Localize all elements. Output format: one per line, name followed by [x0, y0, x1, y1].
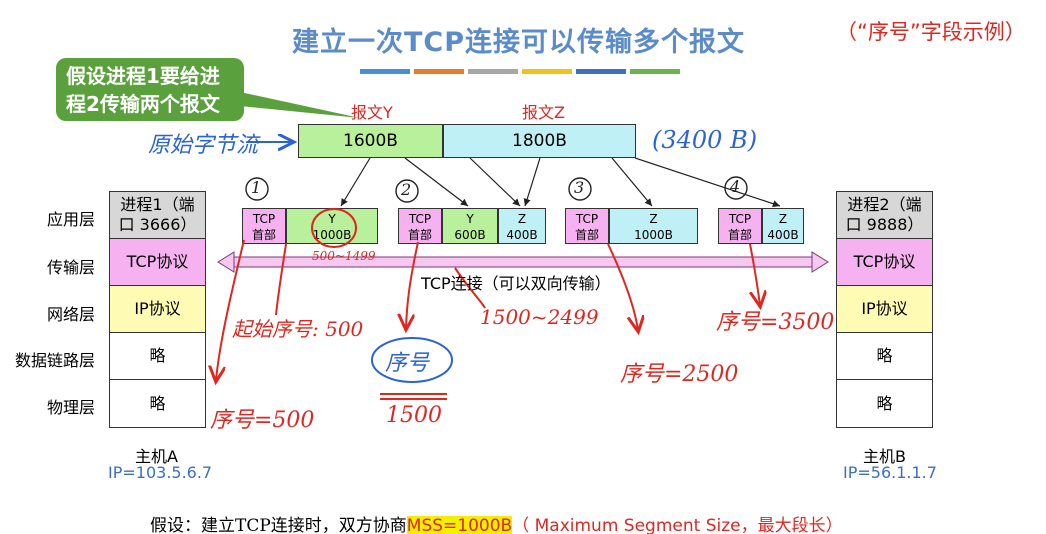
seq-note-4: 序号=3500	[716, 310, 835, 335]
header-label: 首部	[407, 228, 432, 242]
segment-2-tcp-header: TCP 首部	[398, 208, 442, 244]
callout-pointer	[240, 92, 360, 118]
seq-note-3: 序号=2500	[620, 362, 739, 387]
color-bar-4	[522, 69, 572, 74]
seq-word-circle	[371, 337, 453, 383]
assumption-text: 假设：建立TCP连接时，双方协商MSS=1000B（ Maximum Segme…	[150, 511, 843, 534]
host-a-stack: 进程1（端口 3666） TCP协议 IP协议 略 略	[109, 191, 206, 428]
tcp-label: TCP	[408, 212, 432, 226]
segment-1-tcp-header: TCP 首部	[242, 208, 286, 244]
mss-highlight: MSS=1000B	[406, 516, 513, 534]
tcp-label: TCP	[575, 212, 599, 226]
host-b-ip: IP协议	[837, 286, 932, 333]
host-b-name: 主机B	[863, 447, 906, 466]
range-note-2: 1500~2499	[480, 305, 599, 329]
message-z-label: 报文Z	[522, 103, 565, 122]
payload-name: Y	[328, 212, 336, 226]
layer-transport: 传输层	[46, 258, 95, 277]
header-label: 首部	[251, 228, 276, 242]
stream-message-z: 1800B	[443, 124, 636, 158]
payload-name: Z	[649, 212, 658, 226]
mss-full-name: （ Maximum Segment Size，最大段长）	[512, 516, 843, 534]
payload-size: 1000B	[634, 228, 673, 242]
payload-size: 400B	[767, 228, 799, 242]
host-a-datalink: 略	[110, 333, 205, 380]
segment-number-3: 3	[574, 178, 585, 197]
raw-stream-note: 原始字节流	[148, 133, 259, 158]
layer-application: 应用层	[46, 210, 95, 229]
host-a-tcp: TCP协议	[110, 239, 205, 286]
color-bar-1	[360, 69, 410, 74]
segment-4-tcp-header: TCP 首部	[718, 208, 762, 244]
segment-number-1: 1	[251, 178, 262, 197]
host-a-physical: 略	[110, 380, 205, 427]
segment-number-4: 4	[730, 177, 741, 196]
assumption-prefix: 假设：建立TCP连接时，双方协商	[150, 516, 407, 534]
host-a-process: 进程1（端口 3666）	[110, 192, 205, 239]
segment-2-payload-y: Y 600B	[442, 208, 498, 244]
segment-2-payload-z: Z 400B	[498, 208, 546, 244]
payload-size: 400B	[506, 228, 538, 242]
tcp-label: TCP	[728, 212, 752, 226]
seq-note-1: 序号=500	[210, 408, 315, 433]
color-bar-2	[414, 69, 464, 74]
split-arrows	[340, 157, 781, 208]
tcp-connection-label: TCP连接（可以双向传输）	[421, 274, 611, 293]
start-seq-note: 起始序号: 500	[232, 317, 364, 341]
color-bar-5	[576, 69, 626, 74]
red-annotation-arrows	[216, 239, 760, 380]
payload-name: Y	[466, 212, 474, 226]
layer-physical: 物理层	[46, 398, 95, 417]
color-bar-6	[630, 69, 680, 74]
host-b-stack: 进程2（端口 9888） TCP协议 IP协议 略 略	[836, 191, 933, 428]
tcp-connection-bar	[217, 251, 829, 273]
segment-3-payload-z: Z 1000B	[609, 208, 698, 244]
segment-3-tcp-header: TCP 首部	[565, 208, 609, 244]
callout-line-2: 程2传输两个报文	[66, 92, 220, 116]
seq-value-note: 1500	[386, 403, 442, 428]
total-size-note: (3400 B)	[652, 126, 758, 154]
host-b-tcp: TCP协议	[837, 239, 932, 286]
y-highlight-circle	[311, 208, 357, 248]
segment-number-2: 2	[401, 180, 412, 199]
color-bar-3	[468, 69, 518, 74]
payload-name: Z	[517, 212, 527, 226]
layer-network: 网络层	[46, 305, 95, 324]
message-y-label: 报文Y	[351, 103, 393, 122]
layer-datalink: 数据链路层	[14, 351, 95, 370]
host-b-ip-address: IP=56.1.1.7	[843, 463, 937, 482]
segment-4-payload-z: Z 400B	[762, 208, 804, 244]
host-b-physical: 略	[837, 380, 932, 427]
number-circles	[245, 176, 748, 203]
range-note-1: 500~1499	[312, 249, 376, 263]
payload-name: Z	[778, 212, 788, 226]
host-a-ip: IP协议	[110, 286, 205, 333]
payload-size: 600B	[454, 228, 486, 242]
page-title: 建立一次TCP连接可以传输多个报文	[292, 27, 746, 58]
host-a-name: 主机A	[135, 447, 178, 466]
header-label: 首部	[574, 228, 599, 242]
assumption-callout: 假设进程1要给进 程2传输两个报文	[56, 58, 244, 121]
host-a-ip-address: IP=103.5.6.7	[108, 463, 213, 482]
payload-size: 1000B	[312, 228, 352, 242]
callout-line-1: 假设进程1要给进	[66, 64, 220, 88]
header-label: 首部	[727, 228, 752, 242]
tcp-label: TCP	[252, 212, 276, 226]
host-b-datalink: 略	[837, 333, 932, 380]
seq-word-note: 序号	[385, 351, 430, 376]
example-note: （“序号”字段示例）	[836, 20, 1026, 44]
stream-message-y: 1600B	[298, 124, 443, 158]
host-b-process: 进程2（端口 9888）	[837, 192, 932, 239]
